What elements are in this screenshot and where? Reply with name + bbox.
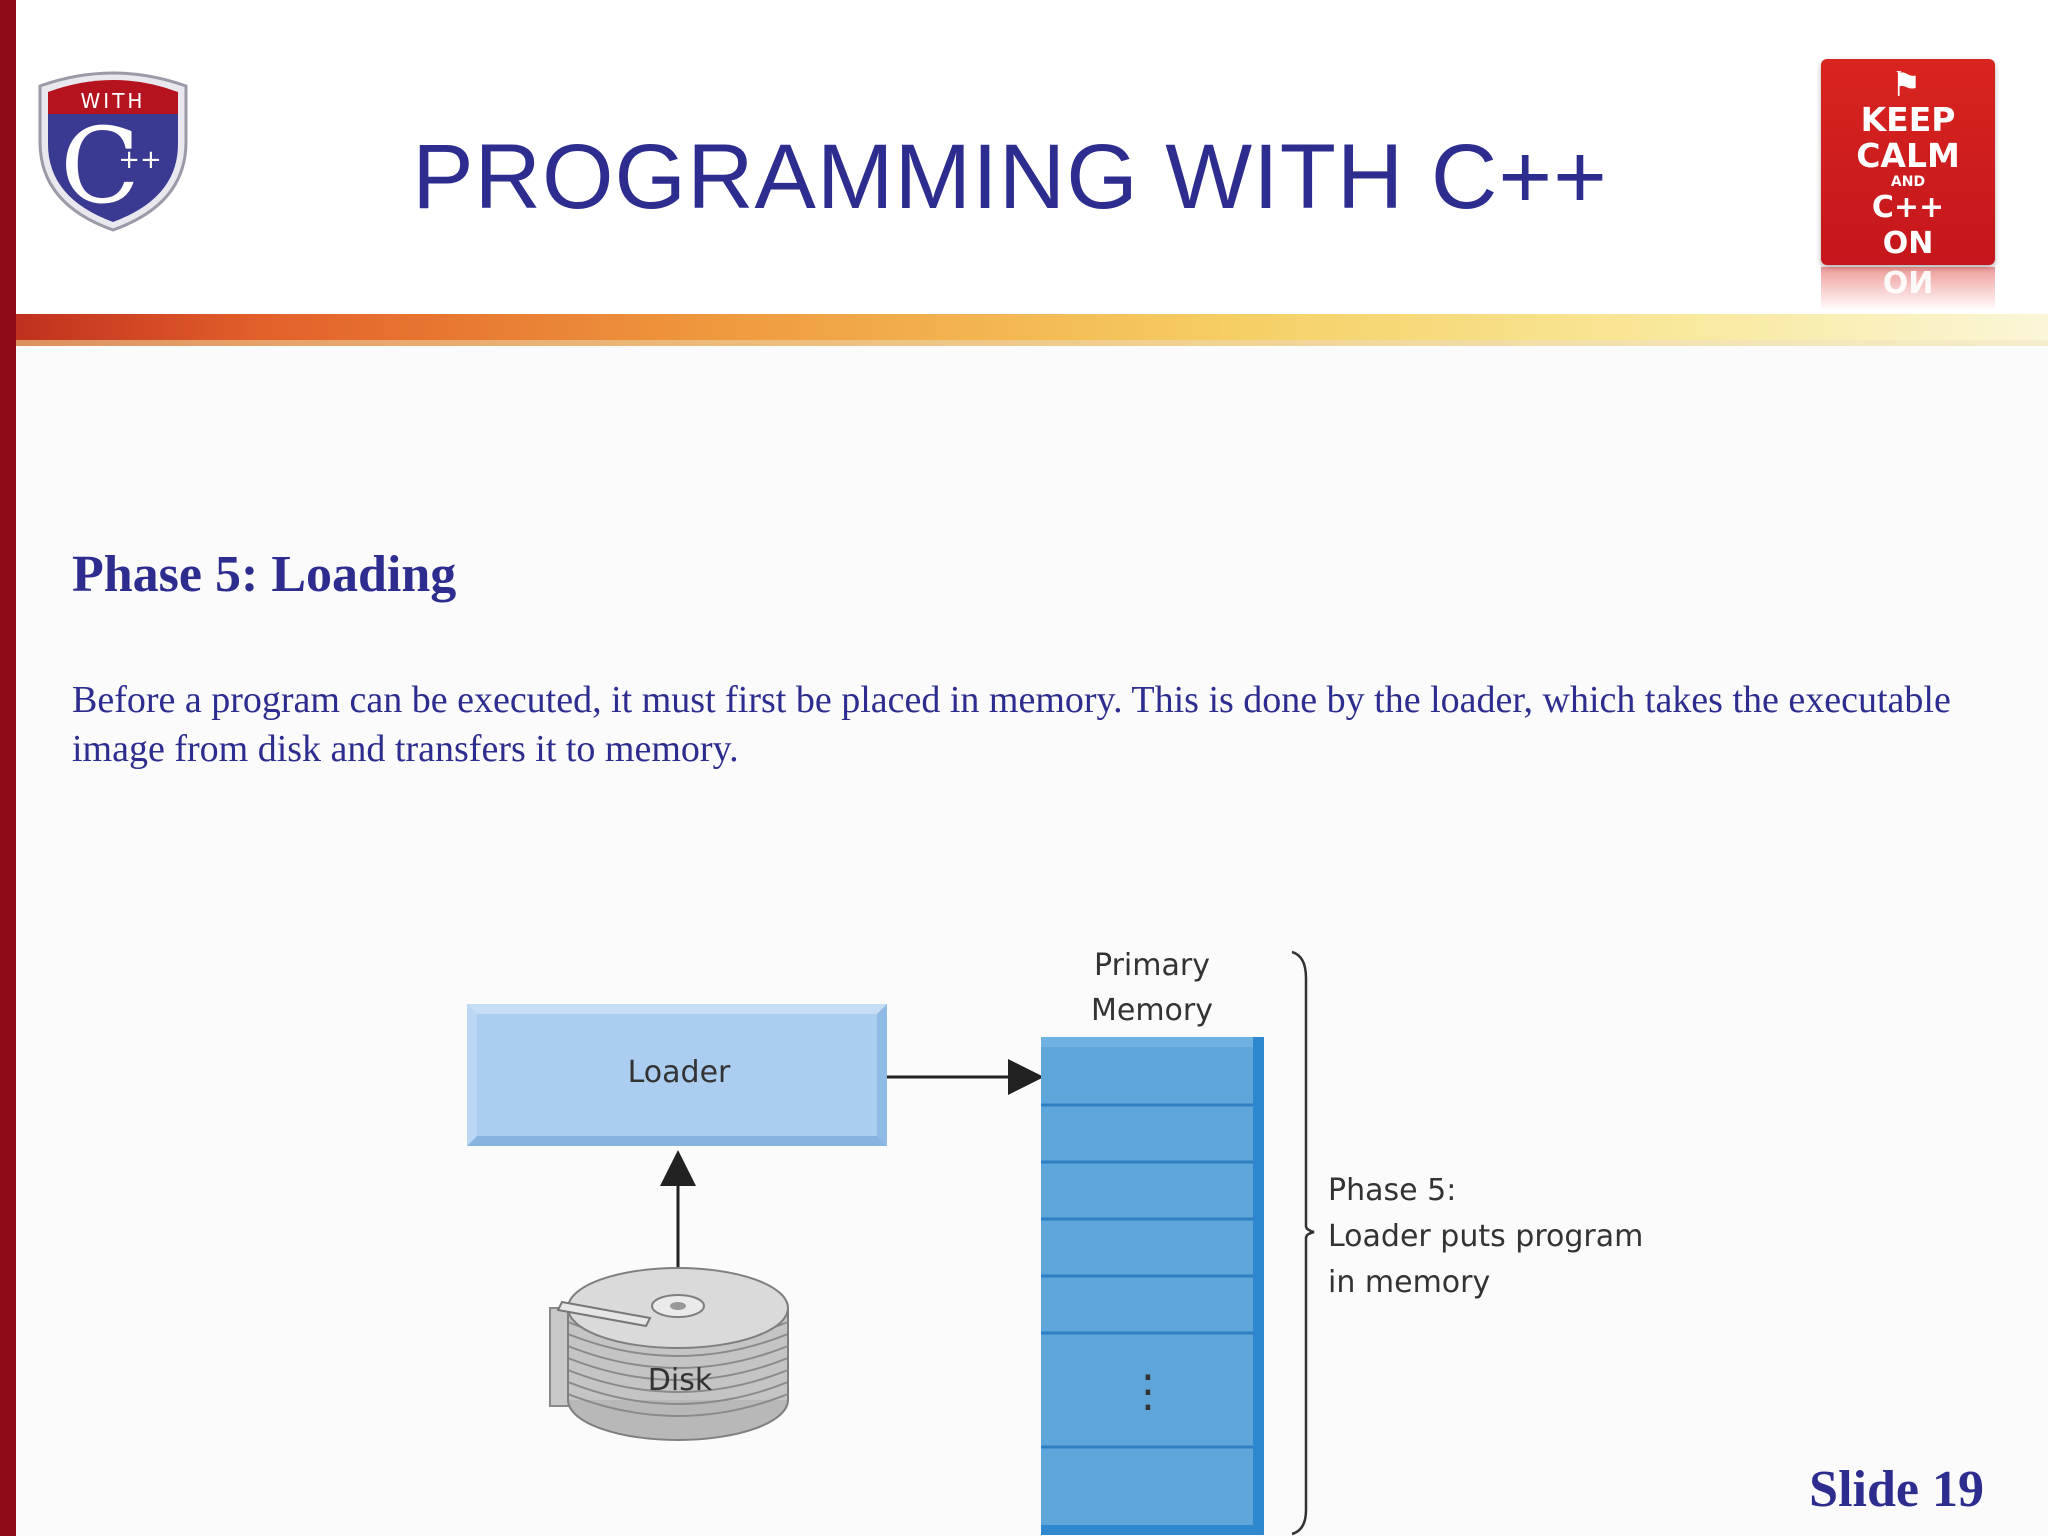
body-paragraph: Before a program can be executed, it mus…	[72, 679, 1951, 770]
section-heading: Phase 5: Loading	[72, 546, 457, 603]
logo-letter: C	[60, 105, 140, 227]
loader-box: Loader	[467, 1004, 887, 1146]
disk-label: Disk	[648, 1363, 713, 1398]
keep-calm-badge: ⚑ KEEP CALM AND C++ ON	[1821, 59, 1995, 265]
memory-label-line-2: Memory	[1091, 993, 1213, 1028]
badge-line-4: C++	[1871, 190, 1945, 225]
phase-label-line-1: Phase 5:	[1328, 1173, 1456, 1208]
badge-reflection-text: ON	[1882, 267, 1934, 298]
loading-diagram: Loader	[440, 930, 1680, 1536]
disk-icon: Disk	[549, 1267, 789, 1441]
memory-label-line-1: Primary	[1094, 948, 1210, 983]
logo-top-text: WITH	[81, 89, 146, 113]
badge-line-2: CALM	[1856, 136, 1960, 175]
loader-label: Loader	[628, 1055, 731, 1090]
with-cpp-logo-icon: WITH C ++	[38, 71, 188, 232]
phase-label-line-2: Loader puts program	[1328, 1219, 1643, 1254]
memory-ellipsis: ⋮	[1126, 1366, 1170, 1417]
diagram-canvas: Loader	[467, 948, 1643, 1536]
phase-brace	[1291, 950, 1315, 1536]
left-accent-bar	[0, 0, 16, 1536]
windows-flag-icon: ⚑	[1891, 65, 1922, 105]
header-band	[16, 0, 2048, 345]
badge-line-5: ON	[1882, 226, 1934, 261]
keep-calm-badge-reflection: ON	[1821, 267, 1995, 311]
primary-memory-block: ⋮	[1041, 1037, 1264, 1535]
page-title: PROGRAMMING WITH C++	[412, 126, 1608, 228]
badge-line-3: AND	[1890, 174, 1926, 190]
header-stripe-shadow	[16, 340, 2048, 346]
logo-suffix: ++	[118, 145, 162, 175]
phase-label-line-3: in memory	[1328, 1265, 1490, 1300]
badge-line-1: KEEP	[1860, 100, 1956, 139]
slide-number: Slide 19	[1809, 1461, 1984, 1518]
